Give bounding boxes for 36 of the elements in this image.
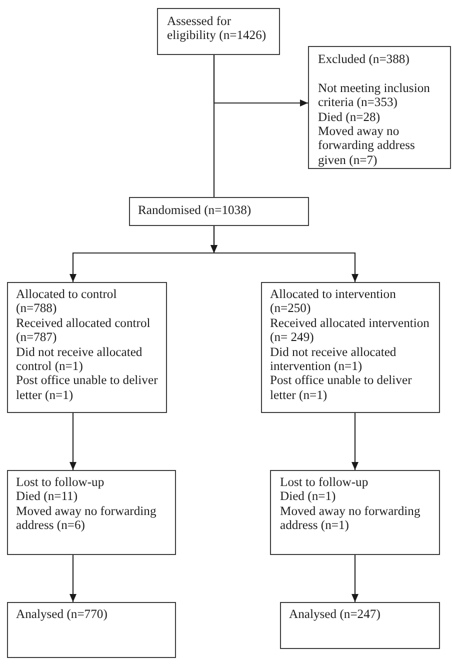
connector-arrow [70,555,76,602]
step-text: Allocated to intervention (n=250) [270,287,397,316]
step-text: Not meeting inclusion criteria (n=353) [318,80,431,110]
step-text: Moved away no forwarding address (n=1) [280,504,422,533]
step-text: Lost to follow-up [280,475,370,490]
flow-step-box [270,470,440,555]
step-text: Lost to follow-up [16,475,106,490]
connector-arrow [210,226,358,282]
step-text: Received allocated control (n=787) [16,316,152,345]
step-text: Did not receive allocated intervention (n=1) [270,344,398,374]
flow-step-box [308,46,451,169]
step-text: Post office unable to deliver letter (n=1) [16,373,159,402]
flow-step-box [129,197,309,226]
flow-step-box [7,282,167,413]
flow-step-box [261,282,440,413]
step-text: Moved away no forwarding address (n=6) [16,504,158,533]
step-text: Analysed (n=247) [289,607,382,622]
flow-step-box [157,8,280,55]
step-text: Post office unable to deliver letter (n=1) [270,373,413,402]
flow-step-box [280,602,440,649]
step-text: Died (n=11) [16,489,79,504]
step-text: Moved away no forwarding address given (n=7) [318,124,416,168]
step-text: Died (n=1) [280,489,337,504]
step-text: Analysed (n=770) [16,607,108,622]
flow-step-box [7,602,176,658]
step-text: Died (n=28) [318,110,382,124]
step-text: Allocated to control (n=788) [16,287,118,316]
step-text: Excluded (n=388) [318,52,410,66]
step-text: Assessed for eligibility (n=1426) [167,14,268,43]
flow-step-box [7,470,176,555]
connector-arrow [352,555,358,602]
step-text: Did not receive allocated control (n=1) [16,344,144,374]
connector-arrow [352,413,358,470]
step-text: Randomised (n=1038) [138,203,252,218]
step-text: Received allocated intervention (n= 249) [270,316,430,345]
connector-arrow [70,413,76,470]
